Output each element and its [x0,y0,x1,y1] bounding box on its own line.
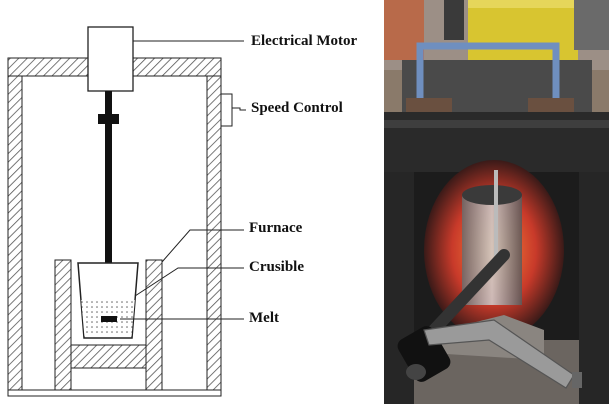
enclosure-floor [7,389,222,397]
stirrer-shaft [105,91,112,319]
furnace-right-wall [145,259,163,391]
furnace-left-wall [54,259,72,391]
stirring-furnace-schematic [7,26,246,397]
label-crucible: Crusible [249,259,305,275]
label-melt: Melt [249,310,279,326]
enclosure-top-left [7,57,89,77]
enclosure-right-wall [206,75,222,395]
leader-furnace [161,229,244,263]
apparatus-photo-drawing [384,0,609,404]
impeller [101,316,117,322]
enclosure-top-right [132,57,222,77]
label-furnace: Furnace [249,220,303,236]
label-speed-control: Speed Control [251,100,343,116]
furnace [54,259,163,391]
leader-lines [120,40,246,320]
electrical-motor [87,26,134,92]
shaft-coupling [98,114,119,124]
enclosure [7,57,222,397]
leader-crucible [134,267,244,297]
apparatus-photo [384,0,609,404]
speed-control-box [220,93,233,127]
enclosure-left-wall [7,75,23,395]
leader-speed [232,107,246,111]
furnace-base [70,344,147,369]
label-electrical-motor: Electrical Motor [251,33,358,49]
